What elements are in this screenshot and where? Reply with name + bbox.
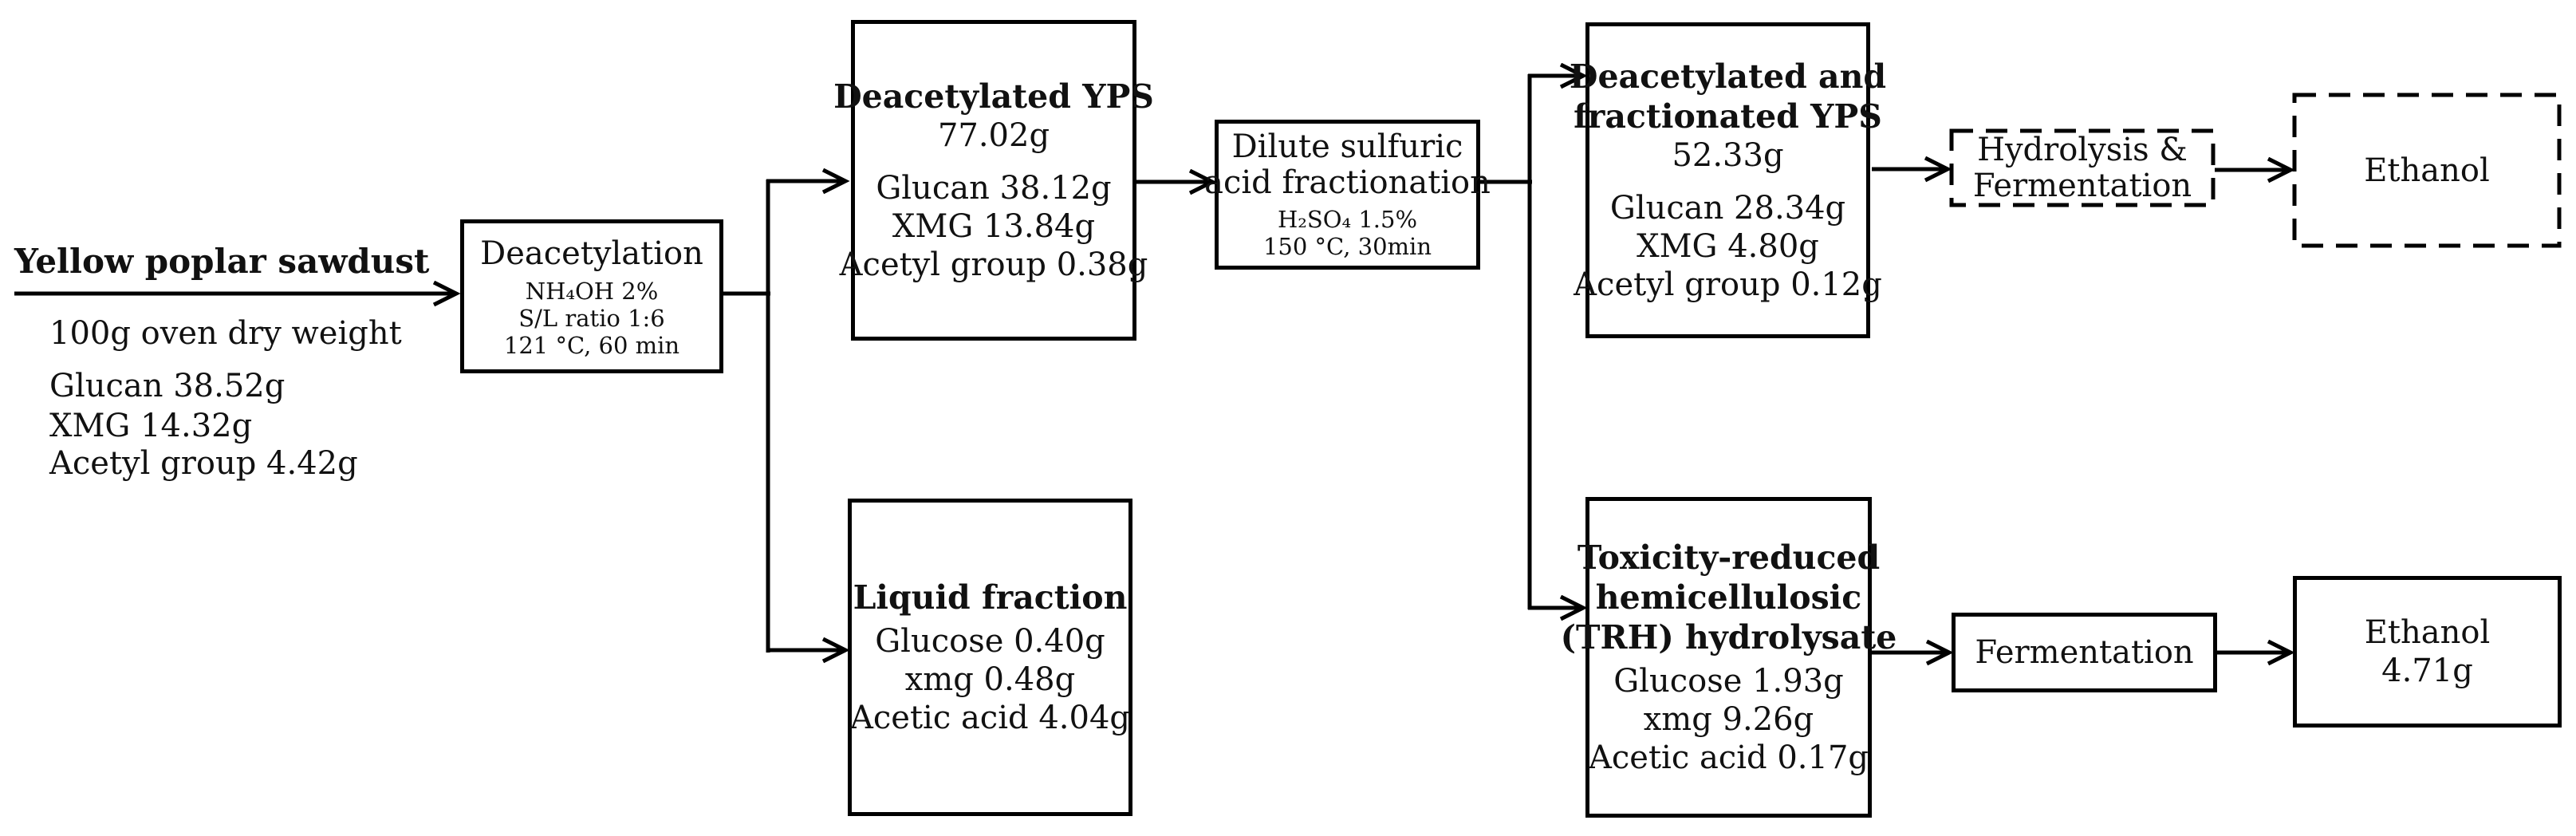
ethanol-top-label: Ethanol bbox=[2364, 152, 2490, 189]
source-weight: 100g oven dry weight bbox=[49, 315, 402, 352]
deacetylation-condition: 121 °C, 60 min bbox=[503, 331, 680, 359]
dashed-border-ethanol-top bbox=[2292, 93, 2562, 248]
fractionation-condition: 150 °C, 30min bbox=[1262, 233, 1432, 260]
fractionated-yps-title-line: fractionated YPS bbox=[1574, 97, 1882, 136]
component-line: Acetyl group 0.38g bbox=[839, 246, 1148, 283]
fermentation-label: Fermentation bbox=[1975, 634, 2194, 671]
deacetylated-yps-weight: 77.02g bbox=[937, 117, 1050, 154]
component-line: Glucan 38.12g bbox=[876, 170, 1112, 207]
deacetylation-condition: S/L ratio 1:6 bbox=[518, 304, 665, 332]
component-line: XMG 4.80g bbox=[1637, 228, 1819, 265]
hydrolysis-fermentation-line: Hydrolysis & bbox=[1977, 131, 2188, 168]
trh-title-line: Toxicity-reduced bbox=[1577, 538, 1881, 577]
component-line: xmg 9.26g bbox=[1643, 701, 1814, 738]
ethanol-bottom-weight: 4.71g bbox=[2381, 653, 2473, 689]
source-component-xmg: XMG 14.32g bbox=[49, 408, 253, 444]
ethanol-bottom-label: Ethanol bbox=[2364, 614, 2491, 651]
liquid-fraction-title: Liquid fraction bbox=[853, 578, 1128, 617]
deacetylation-condition: NH₄OH 2% bbox=[525, 277, 659, 305]
box-ethanol-bottom: Ethanol 4.71g bbox=[2293, 576, 2562, 728]
component-line: xmg 0.48g bbox=[904, 661, 1076, 698]
component-line: Acetic acid 0.17g bbox=[1589, 739, 1869, 776]
box-deacetylation: Deacetylation NH₄OH 2% S/L ratio 1:6 121… bbox=[460, 219, 723, 373]
hydrolysis-fermentation-line: Fermentation bbox=[1972, 167, 2192, 204]
deacetylation-title: Deacetylation bbox=[480, 235, 703, 272]
fractionation-title-line: Dilute sulfuric bbox=[1231, 128, 1463, 165]
component-line: Glucan 28.34g bbox=[1609, 190, 1846, 227]
trh-title-line: hemicellulosic bbox=[1595, 578, 1862, 617]
dashed-border-hydrolysis-fermentation bbox=[1949, 128, 2216, 207]
component-line: Glucose 1.93g bbox=[1613, 663, 1844, 700]
box-dilute-acid-fractionation: Dilute sulfuric acid fractionation H₂SO₄… bbox=[1204, 120, 1491, 270]
fractionation-condition: H₂SO₄ 1.5% bbox=[1277, 206, 1418, 233]
box-liquid-fraction: Liquid fraction Glucose 0.40g xmg 0.48g … bbox=[848, 499, 1132, 816]
box-deacetylated-yps: Deacetylated YPS 77.02g Glucan 38.12g XM… bbox=[833, 20, 1154, 341]
component-line: Acetyl group 0.12g bbox=[1574, 266, 1882, 303]
fractionated-yps-title-line: Deacetylated and bbox=[1569, 57, 1887, 96]
fractionation-title-line: acid fractionation bbox=[1204, 164, 1491, 201]
box-ethanol-top: Ethanol bbox=[2293, 93, 2561, 247]
box-deacetylated-fractionated-yps: Deacetylated and fractionated YPS 52.33g… bbox=[1570, 22, 1886, 338]
source-component-acetyl: Acetyl group 4.42g bbox=[49, 445, 358, 482]
source-component-glucan: Glucan 38.52g bbox=[49, 368, 286, 404]
component-line: Glucose 0.40g bbox=[875, 623, 1105, 660]
deacetylated-yps-title: Deacetylated YPS bbox=[833, 77, 1154, 116]
component-line: Acetic acid 4.04g bbox=[850, 700, 1130, 736]
source-title: Yellow poplar sawdust bbox=[14, 242, 430, 281]
box-trh-hydrolysate: Toxicity-reduced hemicellulosic (TRH) hy… bbox=[1561, 497, 1897, 818]
fractionated-yps-weight: 52.33g bbox=[1672, 137, 1784, 174]
box-fermentation: Fermentation bbox=[1952, 613, 2217, 692]
component-line: XMG 13.84g bbox=[892, 208, 1096, 245]
trh-title-line: (TRH) hydrolysate bbox=[1560, 618, 1897, 657]
box-hydrolysis-fermentation: Hydrolysis & Fermentation bbox=[1950, 129, 2215, 207]
